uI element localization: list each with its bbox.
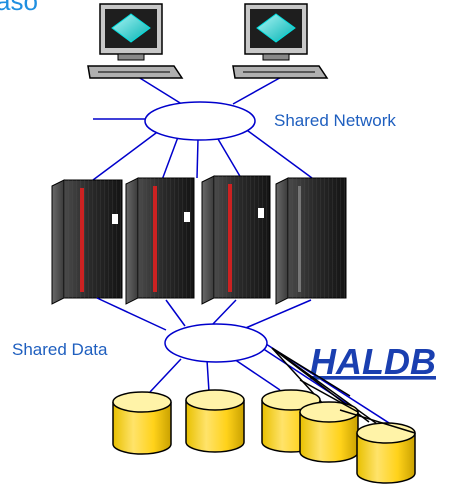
haldb-label: HALDB [310,341,436,382]
disk-drum-icon [299,401,359,463]
server-rack-icon [275,177,347,305]
shared-data-label: Shared Data [12,340,108,359]
shared-network-label: Shared Network [274,111,396,130]
disk-drum-icon [185,389,245,453]
server-rack-icon [51,179,123,305]
title-fragment: aso [0,0,38,16]
server-rack-icon [125,177,195,305]
network-links [92,74,313,181]
server-rack-icon [201,175,271,305]
workstation-icon [87,3,184,79]
workstation-icon [232,3,329,79]
disk-drum-icon [356,422,416,484]
data-cloud-icon [164,323,268,363]
haldb-partition-lines-front [299,379,416,434]
network-cloud-icon [144,101,256,141]
disk-drum-icon [112,391,172,455]
